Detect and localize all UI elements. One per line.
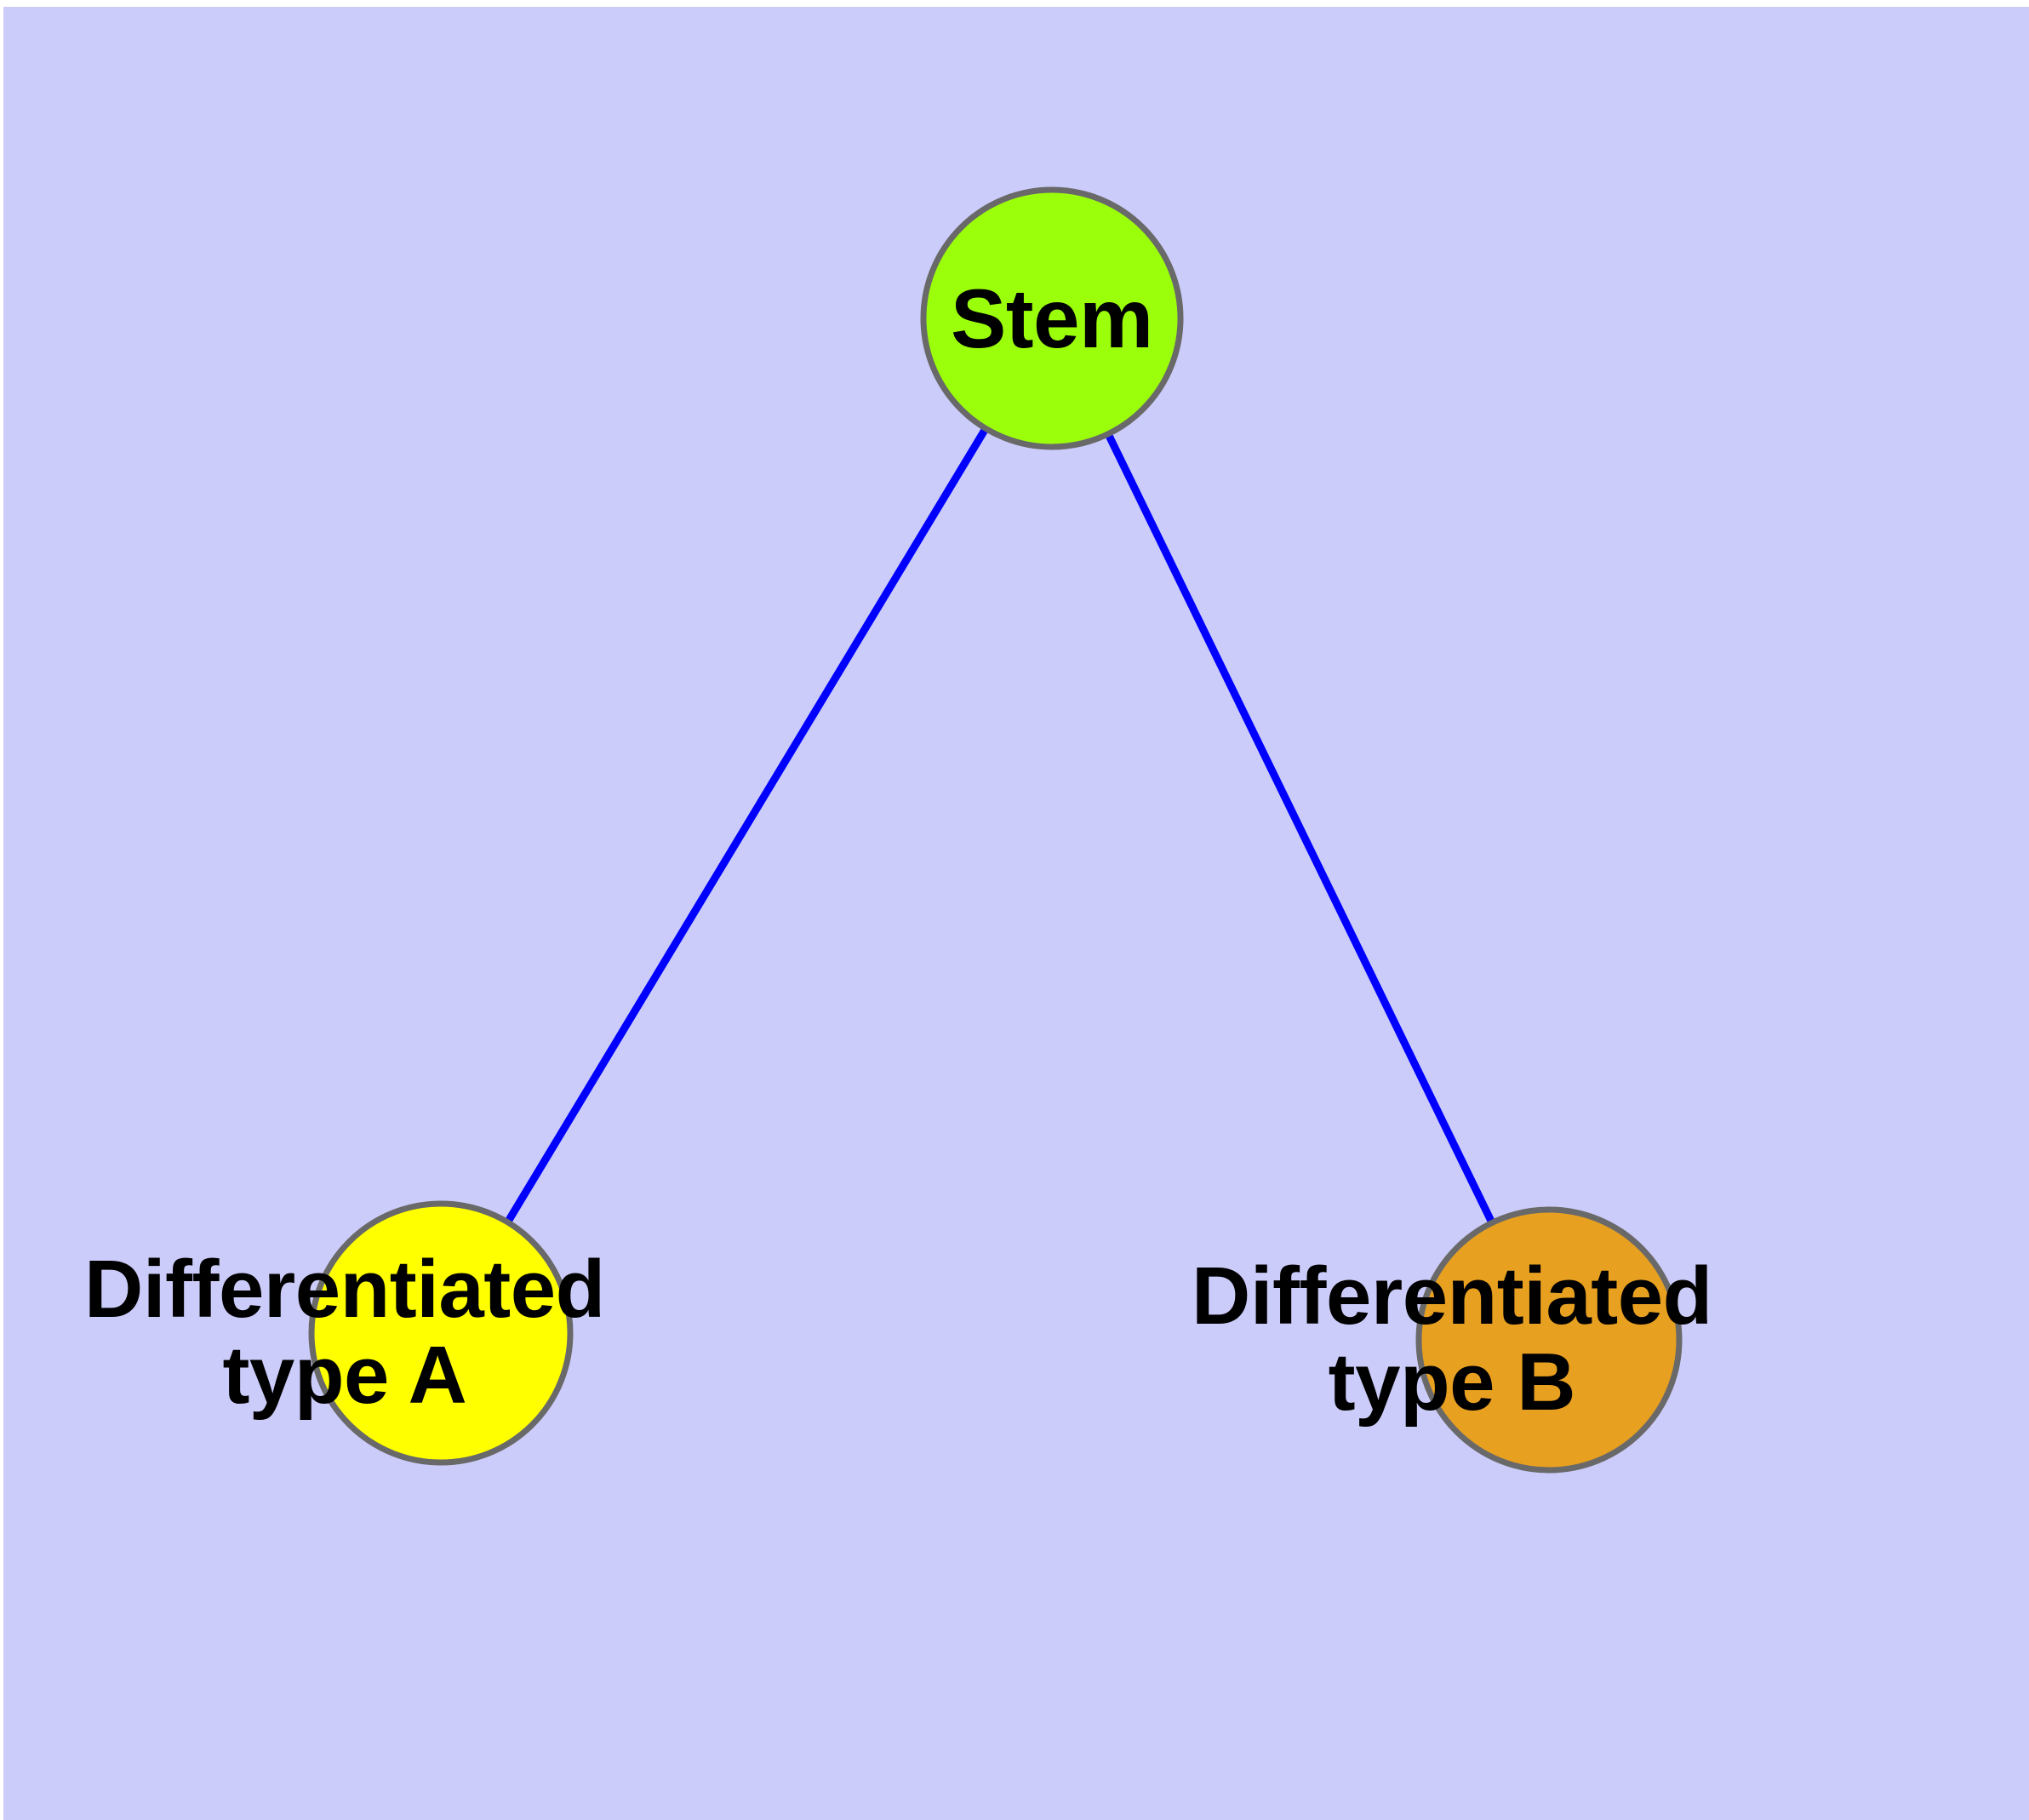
edge-stem-to-diff-b[interactable] (1048, 317, 1553, 1342)
edges-layer (437, 316, 1553, 1342)
node-stem[interactable] (920, 186, 1184, 450)
nodes-layer (308, 186, 1683, 1474)
node-diff-a[interactable] (308, 1200, 574, 1466)
node-diff-b[interactable] (1415, 1206, 1683, 1474)
edge-stem-to-diff-a[interactable] (437, 316, 1055, 1336)
